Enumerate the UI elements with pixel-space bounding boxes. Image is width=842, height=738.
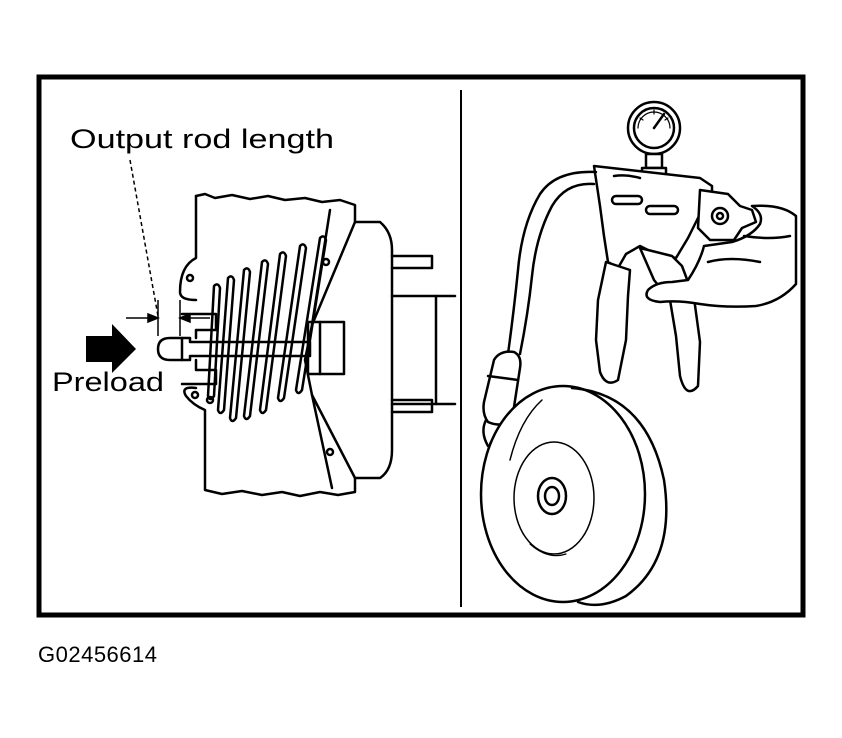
brake-booster-drum <box>479 384 668 607</box>
label-preload: Preload <box>52 367 164 397</box>
vacuum-pump-tool <box>479 100 798 607</box>
preload-arrow-icon <box>86 324 136 373</box>
boot <box>390 294 438 406</box>
booster-rear-housing <box>353 220 394 480</box>
output-rod <box>156 336 312 362</box>
figure-frame <box>36 74 806 618</box>
vacuum-hose <box>506 170 598 356</box>
dimension-lines <box>126 159 210 336</box>
stud-bolt-upper <box>390 254 434 270</box>
pump-handle-moving <box>638 246 702 393</box>
booster-cross-section <box>156 192 457 498</box>
stud-bolt-lower <box>390 398 434 414</box>
pump-handle-fixed <box>594 260 632 384</box>
booster-front-shell <box>183 192 357 498</box>
label-output-rod-length: Output rod length <box>70 124 334 154</box>
plunger-block <box>306 320 346 376</box>
return-springs <box>206 235 328 423</box>
figure-code: G02456614 <box>38 642 158 667</box>
